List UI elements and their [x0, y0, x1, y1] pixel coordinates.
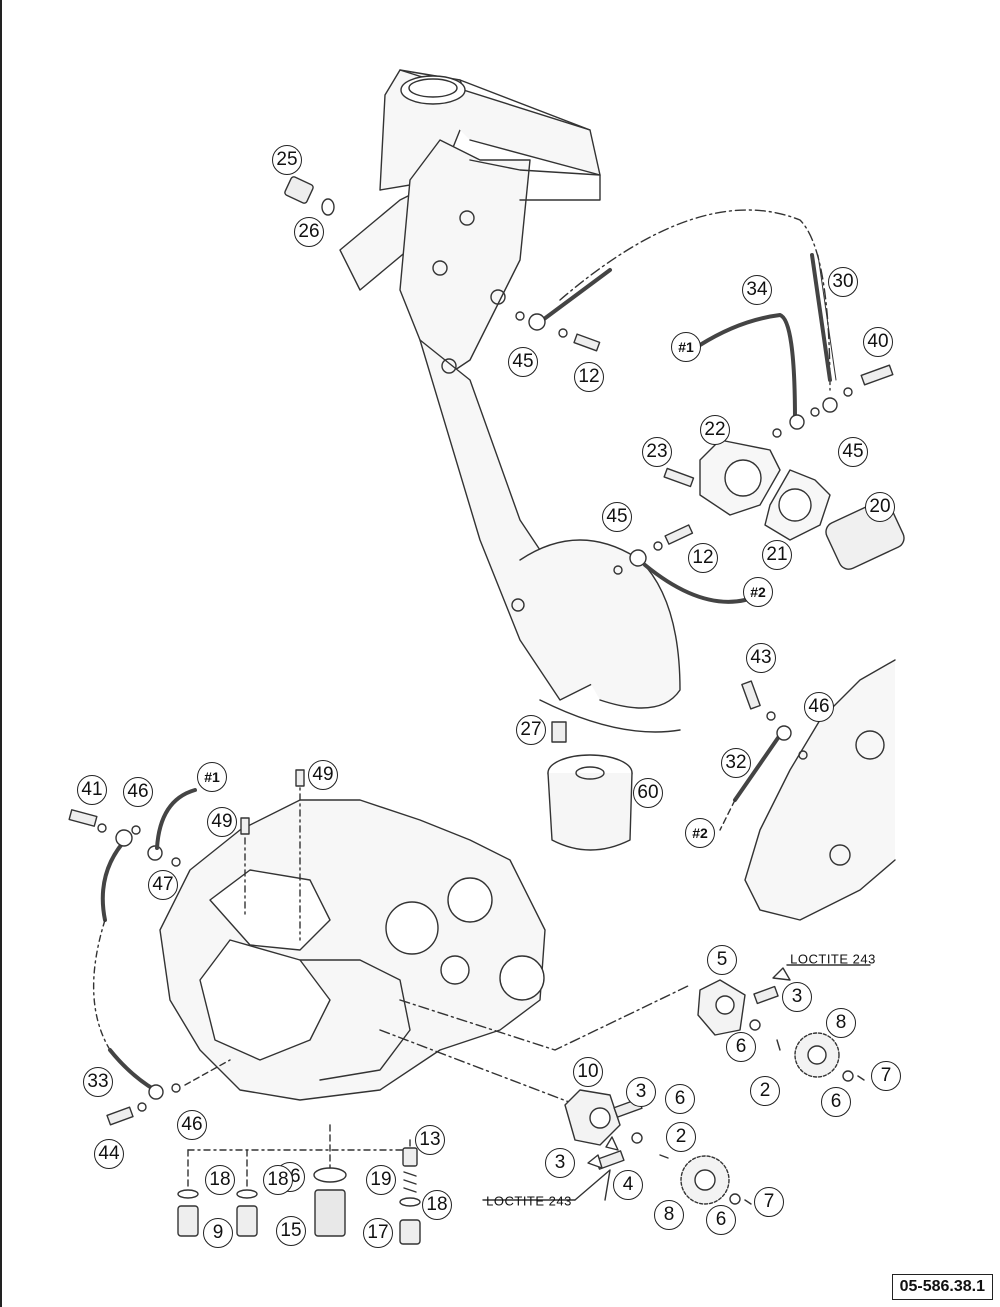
callout-34: 34 [742, 275, 772, 305]
callout-32: 32 [721, 748, 751, 778]
callout-9: 9 [203, 1218, 233, 1248]
callout-3-middle: 3 [626, 1077, 656, 1107]
drawing-code: 05-586.38.1 [891, 1274, 993, 1300]
callout-18-left: 18 [205, 1165, 235, 1195]
callout-21: 21 [762, 540, 792, 570]
callout-7-lower: 7 [754, 1187, 784, 1217]
callout-47: 47 [148, 870, 178, 900]
callout-43: 43 [746, 643, 776, 673]
page-border [0, 0, 2, 1307]
callout-30: 30 [828, 267, 858, 297]
callout-60: 60 [633, 778, 663, 808]
callout-41: 41 [77, 775, 107, 805]
callout-8-lower: 8 [654, 1200, 684, 1230]
callout-3-upper: 3 [782, 982, 812, 1012]
callout-19: 19 [366, 1165, 396, 1195]
callout-ref-1-top: #1 [671, 332, 701, 362]
callout-5: 5 [707, 945, 737, 975]
callout-17: 17 [363, 1218, 393, 1248]
callout-3-lower: 3 [545, 1148, 575, 1178]
callout-46-left: 46 [123, 777, 153, 807]
callout-45-lower: 45 [602, 502, 632, 532]
callout-8-upper: 8 [826, 1008, 856, 1038]
callout-ref-2-top: #2 [743, 577, 773, 607]
callout-6-middle: 6 [665, 1084, 695, 1114]
callout-45-upper: 45 [508, 347, 538, 377]
callout-12-lower: 12 [688, 543, 718, 573]
callout-49-lower: 49 [207, 807, 237, 837]
callout-2-lower: 2 [666, 1122, 696, 1152]
callout-23: 23 [642, 437, 672, 467]
callout-4: 4 [613, 1170, 643, 1200]
callout-13: 13 [415, 1125, 445, 1155]
callout-10: 10 [573, 1057, 603, 1087]
callout-33: 33 [83, 1067, 113, 1097]
crankcase-drawing [159, 799, 546, 1101]
callout-22: 22 [700, 415, 730, 445]
callout-20: 20 [865, 492, 895, 522]
callout-25: 25 [272, 145, 302, 175]
callout-6-upper: 6 [726, 1032, 756, 1062]
callout-12-upper: 12 [574, 362, 604, 392]
callout-15: 15 [276, 1216, 306, 1246]
callout-2-upper: 2 [750, 1076, 780, 1106]
callout-6-lower: 6 [706, 1205, 736, 1235]
callout-18-right: 18 [422, 1190, 452, 1220]
loctite-note-bottom: LOCTITE 243 [486, 1193, 572, 1209]
callout-46-lower: 46 [177, 1110, 207, 1140]
callout-46-right: 46 [804, 692, 834, 722]
loctite-note-top: LOCTITE 243 [790, 951, 876, 967]
callout-ref-2-bottom: #2 [685, 818, 715, 848]
callout-44: 44 [94, 1139, 124, 1169]
callout-27: 27 [516, 715, 546, 745]
callout-49-upper: 49 [308, 760, 338, 790]
callout-6-upper-b: 6 [821, 1087, 851, 1117]
callout-7-upper: 7 [871, 1061, 901, 1091]
frame-drawing [339, 69, 681, 733]
callout-18-middle: 18 [263, 1165, 293, 1195]
callout-ref-1-bottom: #1 [197, 762, 227, 792]
callout-40: 40 [863, 327, 893, 357]
callout-26: 26 [294, 217, 324, 247]
callout-45-right: 45 [838, 437, 868, 467]
